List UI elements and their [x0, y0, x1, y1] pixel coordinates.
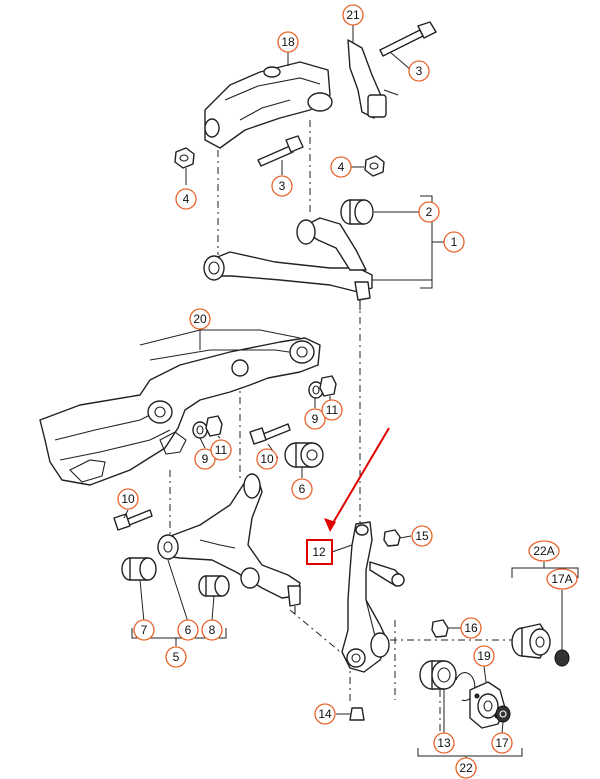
- bolt-mid: [257, 135, 304, 167]
- svg-text:1: 1: [451, 235, 458, 249]
- callout-3-mid: 3: [271, 175, 293, 197]
- upper-control-arm: [203, 199, 374, 310]
- callout-11-upper: 11: [321, 399, 343, 421]
- leader-lines: [123, 24, 579, 760]
- bushing-front: [121, 557, 157, 581]
- callout-6-upper: 6: [291, 478, 313, 500]
- callout-18: 18: [277, 31, 299, 53]
- nut-tierod: [383, 529, 401, 547]
- washer-lower: [192, 421, 208, 439]
- svg-text:21: 21: [346, 8, 360, 22]
- bushing-upper: [284, 442, 324, 468]
- circlip: [455, 672, 476, 702]
- nut-lower: [205, 415, 223, 437]
- svg-text:19: 19: [477, 649, 491, 663]
- upper-bracket: [204, 61, 333, 149]
- lower-control-arm: [157, 473, 301, 614]
- svg-text:9: 9: [312, 412, 319, 426]
- svg-text:14: 14: [318, 707, 332, 721]
- svg-text:22A: 22A: [533, 544, 554, 558]
- callout-6-lower: 6: [177, 619, 199, 641]
- svg-text:22: 22: [459, 761, 473, 775]
- sensor-bracket: [347, 39, 399, 119]
- bolt-subframe-right: [249, 423, 291, 445]
- callout-9-upper: 9: [304, 408, 326, 430]
- hub-alternate: [511, 623, 551, 659]
- callout-5: 5: [165, 646, 187, 668]
- callout-15: 15: [411, 525, 433, 547]
- callout-8: 8: [201, 619, 223, 641]
- wheel-bearing: [419, 660, 457, 690]
- svg-text:11: 11: [215, 443, 228, 457]
- svg-text:2: 2: [426, 205, 433, 219]
- callout-7: 7: [133, 619, 155, 641]
- svg-text:4: 4: [183, 192, 190, 206]
- svg-text:10: 10: [121, 492, 135, 506]
- svg-text:17A: 17A: [551, 572, 572, 586]
- nut-knuckle: [431, 619, 449, 638]
- svg-text:18: 18: [281, 35, 295, 49]
- callout-11-lower: 11: [210, 439, 232, 461]
- svg-text:10: 10: [260, 452, 274, 466]
- svg-text:5: 5: [173, 650, 180, 664]
- callout-2: 2: [418, 201, 440, 223]
- svg-text:6: 6: [185, 623, 192, 637]
- nut-right: [364, 155, 385, 177]
- hub-nut: [495, 705, 511, 723]
- callout-label-12: 12: [312, 545, 326, 559]
- callout-3-top: 3: [408, 60, 430, 82]
- callout-17: 17: [491, 732, 513, 754]
- svg-text:6: 6: [299, 482, 306, 496]
- callout-9-lower: 9: [194, 448, 216, 470]
- callout-16: 16: [460, 617, 482, 639]
- bolt-subframe-left: [113, 509, 153, 531]
- callout-4-left: 4: [175, 188, 197, 210]
- svg-text:15: 15: [415, 529, 429, 543]
- bushing-rear: [198, 575, 230, 597]
- svg-text:9: 9: [202, 452, 209, 466]
- callout-22A: 22A: [528, 540, 560, 562]
- callout-21: 21: [342, 4, 364, 26]
- svg-text:8: 8: [209, 623, 216, 637]
- svg-text:11: 11: [326, 403, 339, 417]
- svg-text:16: 16: [464, 621, 478, 635]
- subframe: [39, 329, 321, 486]
- callout-22: 22: [455, 757, 477, 779]
- callout-10-right: 10: [256, 448, 278, 470]
- callout-19: 19: [473, 645, 495, 667]
- bolt-knuckle: [349, 707, 365, 721]
- nut-17A: [554, 649, 570, 667]
- callout-20: 20: [189, 308, 211, 330]
- callout-17A: 17A: [546, 568, 578, 590]
- callout-10-left: 10: [117, 488, 139, 510]
- callout-13: 13: [433, 732, 455, 754]
- svg-text:7: 7: [141, 623, 148, 637]
- highlight-box: [306, 539, 333, 565]
- svg-text:4: 4: [338, 160, 345, 174]
- callout-1: 1: [443, 231, 465, 253]
- steering-knuckle: [341, 521, 390, 673]
- nut-upper: [319, 375, 337, 397]
- highlight-arrow: [324, 427, 390, 532]
- svg-text:17: 17: [495, 736, 509, 750]
- callout-14: 14: [314, 703, 336, 725]
- tie-rod-end: [369, 561, 405, 587]
- svg-text:20: 20: [193, 312, 207, 326]
- nut-left: [174, 147, 195, 169]
- svg-text:3: 3: [416, 64, 423, 78]
- svg-text:3: 3: [279, 179, 286, 193]
- callouts: 21 18 3 4 3 4 2 1: [117, 4, 578, 779]
- bolt-top: [379, 21, 437, 57]
- callout-4-right: 4: [330, 156, 352, 178]
- svg-text:13: 13: [437, 736, 451, 750]
